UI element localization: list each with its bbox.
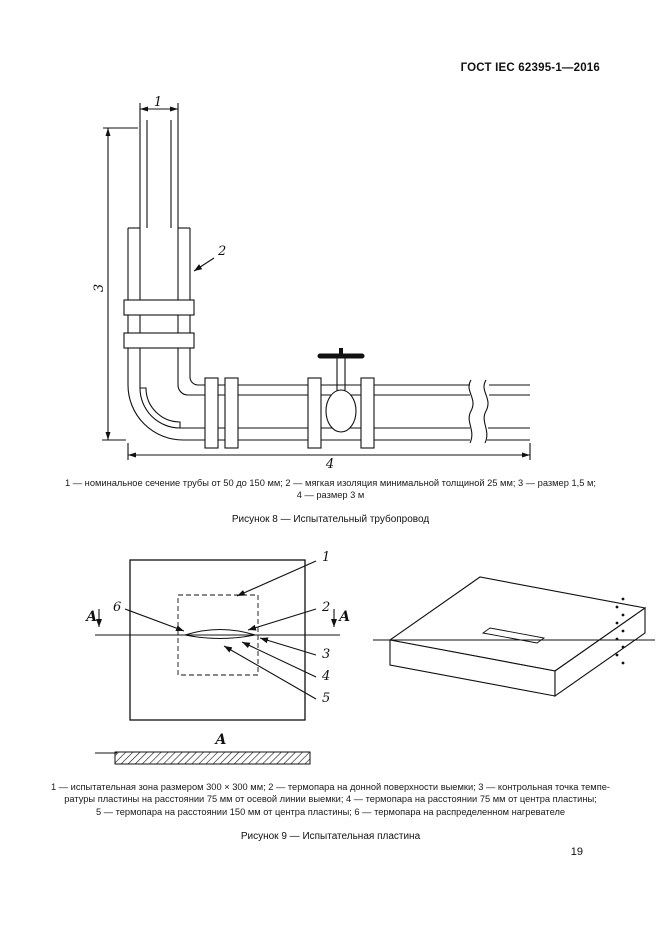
plate-section-view (95, 751, 311, 765)
fig8-label-3: 3 (92, 284, 107, 292)
figure9-drawing: А А А 1 2 3 4 5 6 (85, 550, 655, 765)
plate-outline (129, 559, 306, 721)
leader-4 (241, 641, 317, 678)
plate-top-view (95, 559, 340, 721)
fig8-label-1: 1 (154, 95, 162, 110)
fig9-label-1: 1 (322, 550, 330, 565)
dim3-line (102, 127, 138, 441)
fig9-label-4: 4 (321, 669, 330, 684)
pipe-elbow (127, 376, 199, 441)
fig9-label-3: 3 (322, 647, 330, 662)
leader-6 (124, 608, 185, 632)
document-header: ГОСТ IEC 62395-1—2016 (460, 62, 600, 74)
figure8-caption-line1: 1 — номинальное сечение трубы от 50 до 1… (65, 478, 596, 488)
leader-5 (223, 645, 317, 700)
figure9: А А А 1 2 3 4 5 6 (85, 545, 655, 775)
figure8-title: Рисунок 8 — Испытательный трубопровод (231, 514, 430, 525)
pipe-break (468, 379, 530, 444)
leader-2 (247, 608, 317, 631)
figure9-caption: 1 — испытательная зона размером 300 × 30… (45, 781, 616, 818)
leader-3 (259, 637, 317, 656)
fig9-label-2: 2 (321, 600, 330, 615)
valve (317, 348, 365, 433)
fig9-section-letter-left: А (85, 609, 97, 625)
recess-lens (184, 629, 256, 640)
fig8-label-4: 4 (325, 457, 334, 470)
leader-2 (193, 257, 215, 272)
fig8-label-2: 2 (217, 244, 226, 259)
leader-1 (236, 560, 317, 597)
pipe-vertical-top (139, 103, 179, 228)
pipe-assembly (102, 103, 531, 460)
fig9-label-6: 6 (113, 600, 121, 615)
figure8-caption: 1 — номинальное сечение трубы от 50 до 1… (45, 477, 616, 502)
fig9-label-5: 5 (322, 691, 330, 706)
page-number: 19 (570, 846, 583, 858)
pipe-clamps (123, 299, 195, 349)
dimension-arrowheads (105, 106, 530, 458)
figure9-caption-line3: 5 — термопара на расстоянии 150 мм от це… (95, 806, 566, 817)
figure9-caption-line2: ратуры пластины на расстоянии 75 мм от о… (64, 794, 597, 805)
plate-isometric-view (373, 576, 655, 698)
fig9-section-letter-right: А (338, 609, 350, 625)
pipe-horizontal (180, 384, 470, 441)
figure8: 1 2 3 4 (90, 95, 545, 470)
figure8-caption-line2: 4 — размер 3 м (296, 490, 365, 501)
pipe-flanges (204, 377, 375, 449)
dim4-line (127, 443, 531, 460)
figure9-title: Рисунок 9 — Испытательная пластина (240, 831, 421, 842)
figure8-drawing: 1 2 3 4 (92, 95, 531, 470)
edge-holes-dots (615, 597, 625, 665)
figure9-caption-line1: 1 — испытательная зона размером 300 × 30… (51, 782, 610, 792)
fig9-section-view-letter: А (214, 732, 226, 748)
